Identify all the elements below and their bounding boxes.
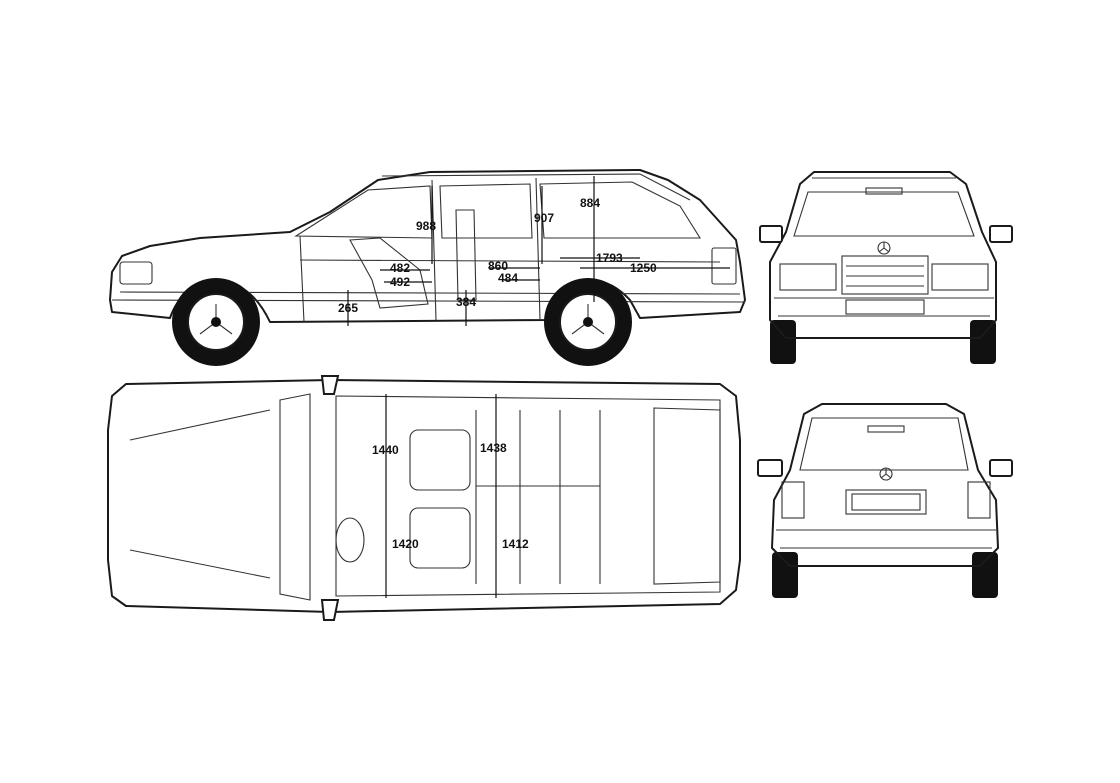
rear-window xyxy=(799,417,969,471)
dim-1420: 1420 xyxy=(392,537,419,551)
front-windshield xyxy=(793,191,975,237)
dim-1412: 1412 xyxy=(502,537,529,551)
rear-body-outline xyxy=(771,403,999,567)
dim-1440: 1440 xyxy=(372,443,399,457)
side-window-front xyxy=(294,185,433,239)
dim-265: 265 xyxy=(338,301,358,315)
dim-482: 482 xyxy=(390,261,410,275)
side-window-mid xyxy=(439,183,533,239)
top-roof xyxy=(335,395,721,597)
dim-492: 492 xyxy=(390,275,410,289)
front-view xyxy=(759,171,1013,364)
dim-860: 860 xyxy=(488,259,508,273)
top-view: 1440 1438 1420 1412 xyxy=(107,375,741,621)
dim-384: 384 xyxy=(456,295,476,309)
dim-1438: 1438 xyxy=(480,441,507,455)
front-body-outline xyxy=(769,171,997,339)
dim-907: 907 xyxy=(534,211,554,225)
dim-884: 884 xyxy=(580,196,600,210)
side-rear-wheel xyxy=(544,278,632,366)
top-body-outline xyxy=(107,379,741,613)
rear-view xyxy=(757,403,1013,598)
side-window-rear xyxy=(539,181,701,239)
dim-1250: 1250 xyxy=(630,261,657,275)
dim-988: 988 xyxy=(416,219,436,233)
dim-484: 484 xyxy=(498,271,518,285)
side-view: 988 907 884 482 492 860 484 1793 1250 26… xyxy=(109,169,746,366)
front-grille xyxy=(841,255,929,295)
rear-plate xyxy=(845,489,927,515)
dim-1793: 1793 xyxy=(596,251,623,265)
side-front-wheel xyxy=(172,278,260,366)
